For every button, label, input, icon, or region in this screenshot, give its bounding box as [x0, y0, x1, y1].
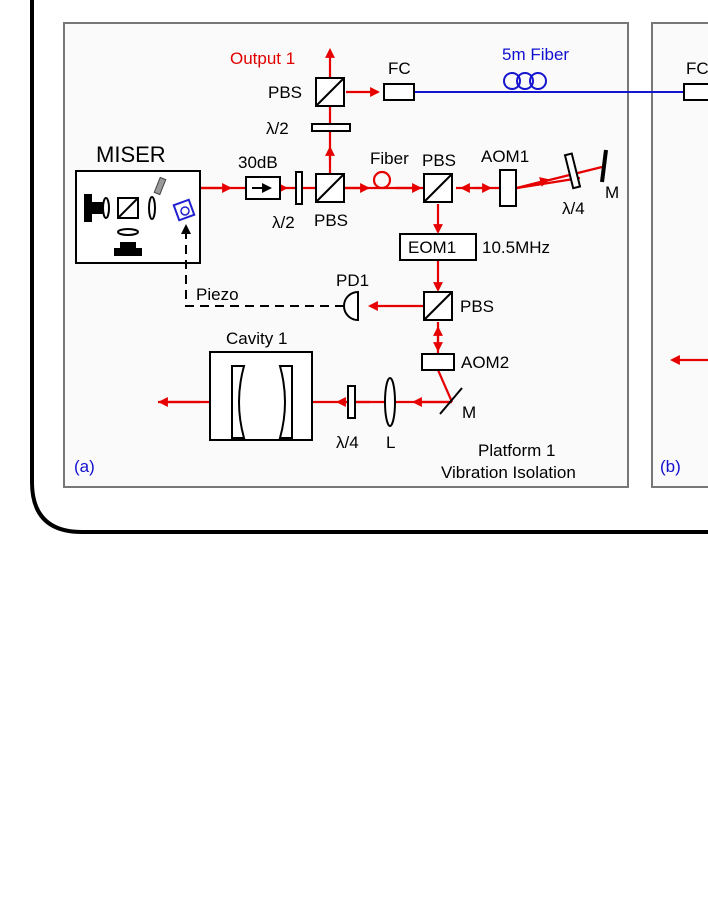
pbs-2-label: PBS — [422, 151, 456, 170]
aom2-label: AOM2 — [461, 353, 509, 372]
eom-freq-label: 10.5MHz — [482, 238, 550, 257]
output1-label: Output 1 — [230, 49, 295, 68]
eom1-label: EOM1 — [408, 238, 456, 257]
quarter-wave-plate-2 — [347, 385, 356, 419]
fc-coupler — [383, 83, 415, 101]
cavity-1 — [209, 351, 313, 441]
platform-line2: Vibration Isolation — [441, 463, 576, 482]
pbs-3-label: PBS — [460, 297, 494, 316]
pbs-main — [315, 173, 345, 203]
quarter-wave-1-label: λ/4 — [562, 199, 585, 218]
platform-line1: Platform 1 — [478, 441, 555, 460]
fc-label: FC — [388, 59, 411, 78]
mirror-m2-label: M — [462, 403, 476, 422]
lens-l — [384, 377, 396, 427]
panel-a-tag: (a) — [74, 457, 95, 476]
fc-coupler-b — [683, 83, 708, 101]
quarter-wave-2-label: λ/4 — [336, 433, 359, 452]
half-wave-top-label: λ/2 — [266, 119, 289, 138]
isolator-label: 30dB — [238, 153, 278, 172]
aom1 — [499, 169, 517, 207]
pbs-2 — [423, 173, 453, 203]
fiber-5m-label: 5m Fiber — [502, 45, 569, 64]
miser-laser — [75, 170, 201, 264]
fc-label-b: FC — [686, 59, 708, 78]
aom1-label: AOM1 — [481, 147, 529, 166]
isolator — [245, 176, 281, 200]
mirror-m1-label: M — [605, 183, 619, 202]
fiber-link — [414, 72, 684, 93]
outer-frame — [30, 0, 708, 534]
photodetector-pd1 — [343, 290, 359, 322]
pd1-label: PD1 — [336, 271, 369, 290]
piezo-feedback-line — [181, 224, 344, 307]
panel-b-tag: (b) — [660, 457, 681, 476]
cavity1-label: Cavity 1 — [226, 329, 287, 348]
half-wave-label: λ/2 — [272, 213, 295, 232]
pbs-main-label: PBS — [314, 211, 348, 230]
lens-label: L — [386, 433, 395, 452]
fiber-label: Fiber — [370, 149, 409, 168]
miser-label: MISER — [96, 142, 166, 167]
quarter-wave-plate-1 — [563, 152, 582, 190]
eom1 — [399, 233, 477, 261]
mirror-m2 — [439, 387, 463, 415]
piezo-label: Piezo — [196, 285, 239, 304]
pbs-3 — [423, 291, 453, 321]
pbs-top-label: PBS — [268, 83, 302, 102]
mirror-m1 — [600, 149, 608, 183]
half-wave-plate-top — [311, 123, 351, 132]
aom2 — [421, 353, 455, 371]
pbs-top — [315, 77, 345, 107]
fiber-loop — [372, 170, 392, 190]
half-wave-plate — [295, 171, 303, 205]
